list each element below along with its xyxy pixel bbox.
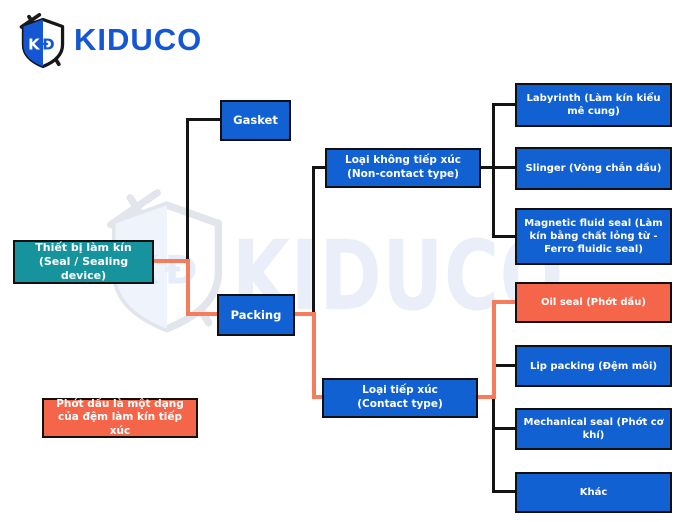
connector-labyrinth-h [492, 103, 516, 106]
logo-monogram-k: K [28, 35, 40, 53]
connector-oilseal-h [492, 300, 516, 304]
logo-monogram-d: Ð [42, 35, 54, 53]
watermark-monogram-d: Ð [165, 248, 198, 293]
node-packing: Packing [217, 294, 295, 336]
connector-root-packing-h2 [186, 312, 218, 316]
connector-lippacking-h [492, 364, 516, 367]
connector-packing-contact-v [312, 312, 316, 399]
connector-root-packing-h1 [152, 259, 190, 263]
connector-mechanical-h [492, 427, 516, 430]
connector-oilseal-v [492, 300, 496, 399]
node-slinger: Slinger (Vòng chắn dầu) [515, 147, 672, 190]
node-contact-line1: Loại tiếp xúc [362, 384, 438, 397]
note-box: Phớt dầu là một dạng của đệm làm kín tiế… [42, 398, 198, 438]
shield-logo-icon: K Ð [19, 12, 65, 69]
node-contact-line2: (Contact type) [357, 398, 443, 410]
connector-contact-h [312, 395, 324, 399]
node-labyrinth: Labyrinth (Làm kín kiểu mê cung) [515, 83, 672, 127]
node-non-contact-line2: (Non-contact type) [347, 168, 459, 180]
connector-noncontact-h [312, 166, 327, 169]
node-gasket: Gasket [220, 100, 291, 141]
node-non-contact-type: Loại không tiếp xúc (Non-contact type) [325, 148, 481, 188]
connector-noncontact-branch-v [492, 103, 495, 238]
connector-gasket-h [186, 118, 222, 121]
brand-logo: K Ð KIDUCO [16, 10, 202, 70]
node-root-seal-device: Thiết bị làm kín (Seal / Sealing device) [13, 240, 154, 284]
node-lip-packing: Lip packing (Đệm môi) [515, 345, 672, 387]
connector-magnetic-h [492, 235, 516, 238]
node-non-contact-line1: Loại không tiếp xúc [345, 154, 461, 167]
connector-slinger-h [481, 166, 516, 169]
connector-root-packing-v [186, 259, 190, 316]
node-magnetic-fluid-seal: Magnetic fluid seal (Làm kín bằng chất l… [515, 208, 672, 265]
node-other: Khác [515, 472, 672, 513]
node-mechanical-seal: Mechanical seal (Phớt cơ khí) [515, 408, 672, 450]
connector-contact-branch-h [477, 395, 496, 399]
node-root-line2: (Seal / Sealing device) [38, 254, 129, 283]
node-oil-seal: Oil seal (Phớt dầu) [515, 282, 672, 323]
connector-packing-noncontact-v [312, 166, 315, 316]
connector-packing-contact-h1 [294, 312, 316, 316]
node-contact-type: Loại tiếp xúc (Contact type) [322, 378, 478, 418]
node-root-line1: Thiết bị làm kín [35, 240, 132, 254]
connector-other-h [492, 490, 516, 493]
connector-root-gasket-v [186, 119, 189, 263]
brand-wordmark: KIDUCO [74, 22, 203, 57]
